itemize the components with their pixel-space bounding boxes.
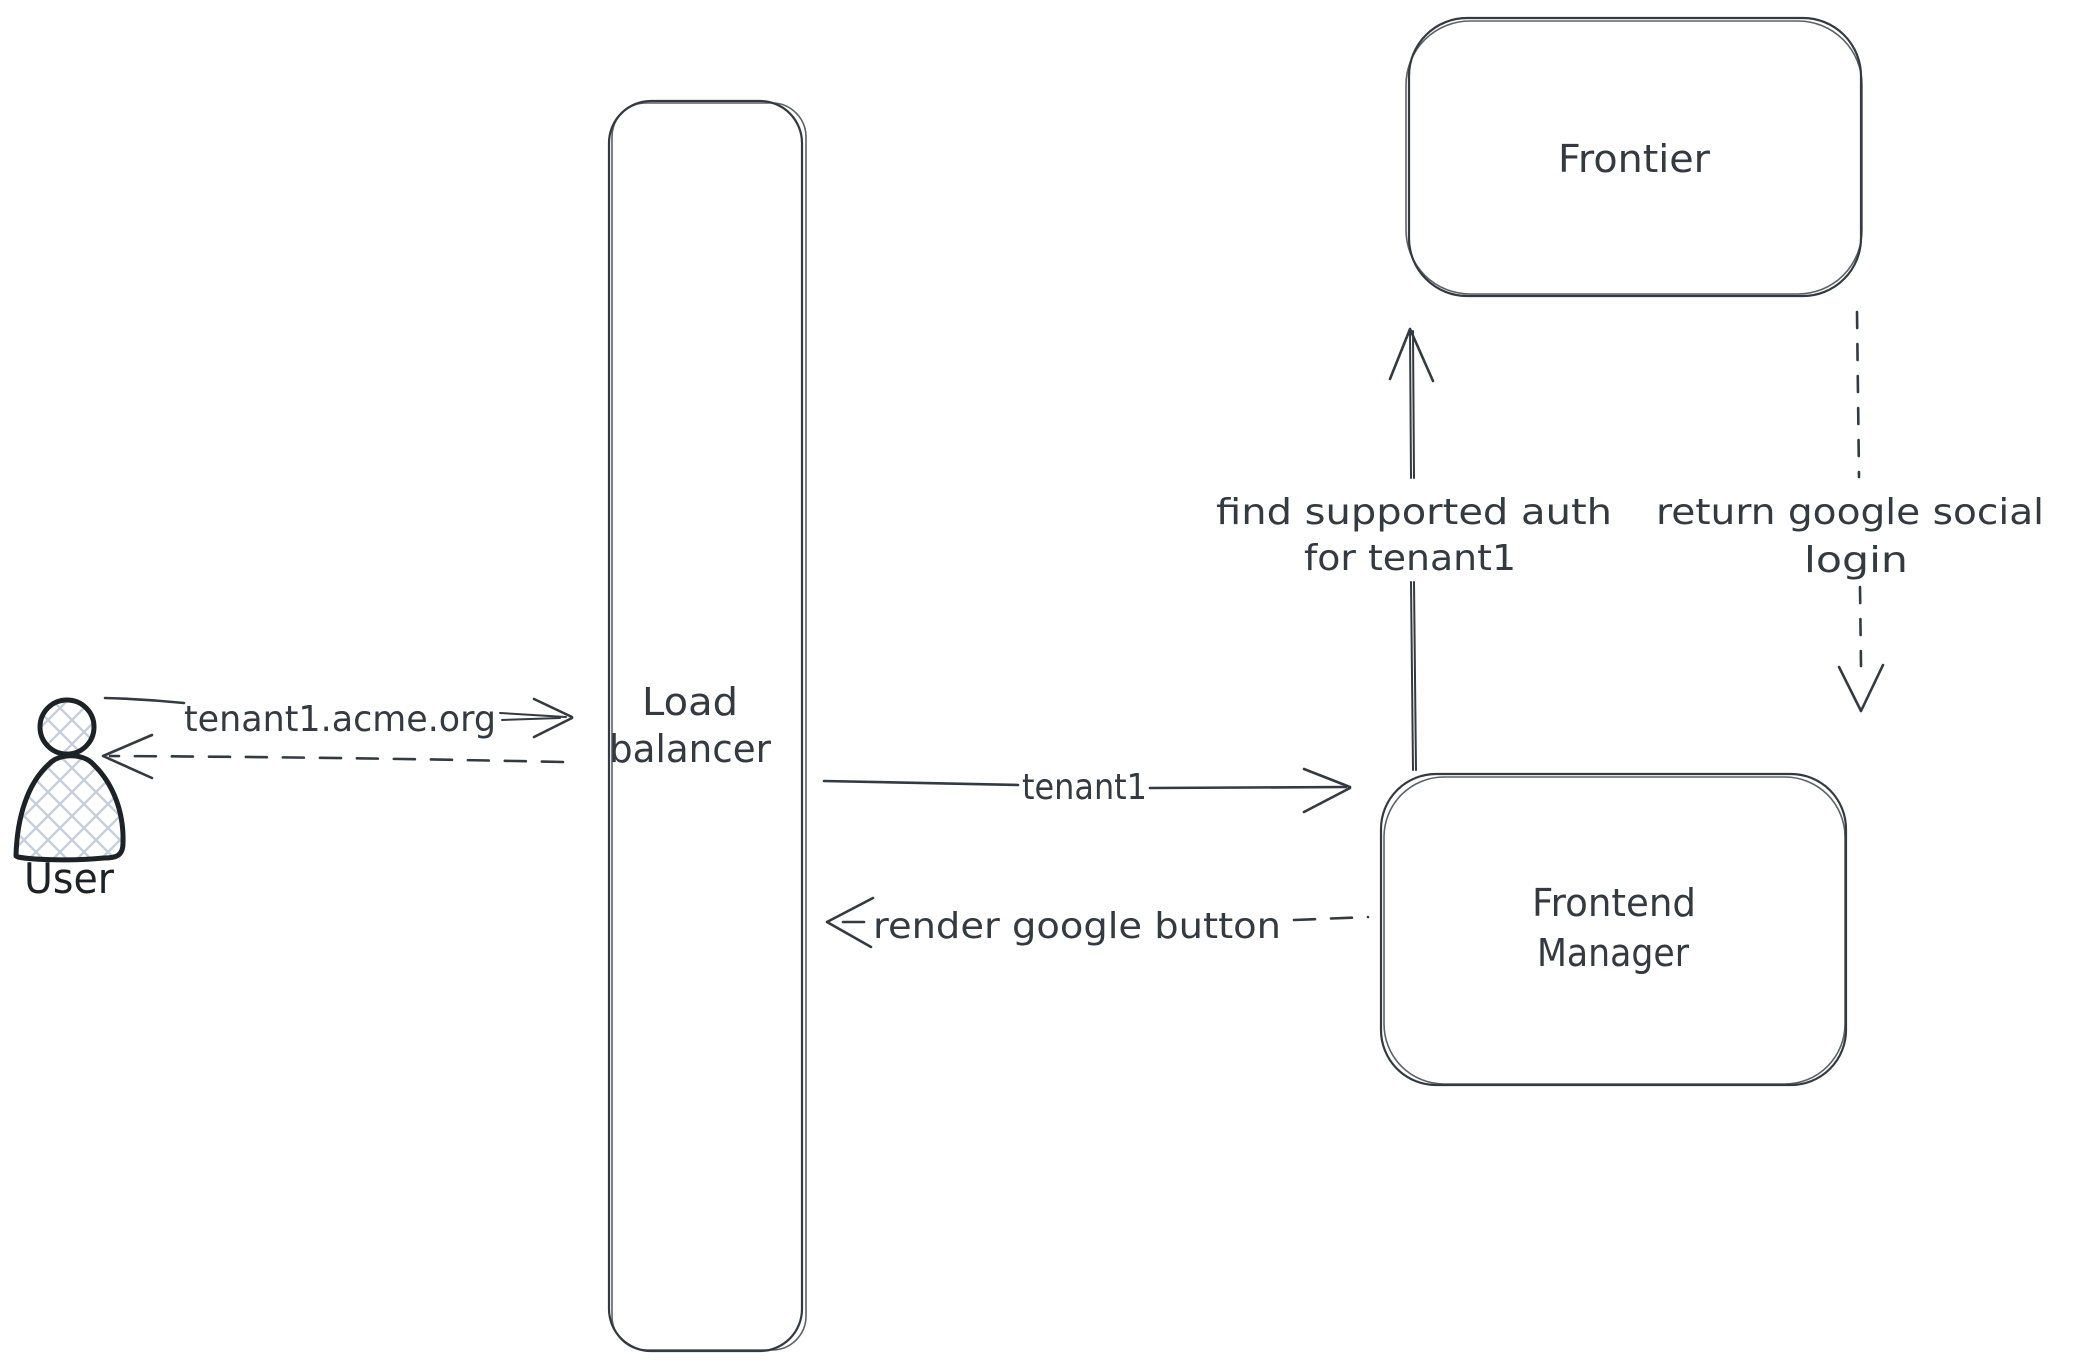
edge-load-balancer-to-frontend-manager: tenant1 xyxy=(822,767,1352,814)
arrowhead-down-icon xyxy=(1837,663,1885,713)
frontend-manager-label-line1: Frontend xyxy=(1532,881,1696,925)
edge-user-to-load-balancer: tenant1.acme.org xyxy=(103,696,574,740)
edge-frontend-manager-to-frontier: find supported auth for tenant1 xyxy=(1216,327,1612,771)
arrowhead-left-icon xyxy=(825,896,875,949)
edge-frontend-manager-to-load-balancer: render google button xyxy=(825,896,1370,949)
load-balancer-label-line2: balancer xyxy=(609,727,771,771)
load-balancer-label-line1: Load xyxy=(642,680,738,724)
arrowhead-right-icon xyxy=(1302,767,1352,814)
user-icon-head xyxy=(37,697,97,757)
frontend-manager-label-line2: Manager xyxy=(1537,931,1689,975)
edge-label-return-google-social-line2: login xyxy=(1804,540,1908,581)
frontier-node: Frontier xyxy=(1405,16,1863,298)
arrowhead-right-icon xyxy=(532,697,574,739)
edge-load-balancer-to-user xyxy=(101,733,565,780)
arrowhead-left-icon xyxy=(101,733,154,780)
edge-label-return-google-social-line1: return google social xyxy=(1656,492,2044,533)
edge-label-find-supported-auth-line1: find supported auth xyxy=(1216,492,1612,533)
edge-label-tenant1: tenant1 xyxy=(1022,767,1147,808)
edge-label-tenant1-acme-org: tenant1.acme.org xyxy=(184,699,496,740)
edge-label-find-supported-auth-line2: for tenant1 xyxy=(1304,538,1516,579)
frontier-label: Frontier xyxy=(1558,137,1710,181)
load-balancer-node: Load balancer xyxy=(607,99,807,1353)
user-icon-body xyxy=(13,753,126,863)
arrowhead-up-icon xyxy=(1388,327,1435,383)
edge-label-render-google-button: render google button xyxy=(873,906,1281,947)
edge-frontier-to-frontend-manager: return google social login xyxy=(1656,310,2044,713)
user-actor: User xyxy=(13,697,126,903)
user-icon xyxy=(13,697,126,863)
frontend-manager-node: Frontend Manager xyxy=(1379,772,1848,1087)
user-label: User xyxy=(24,854,115,903)
